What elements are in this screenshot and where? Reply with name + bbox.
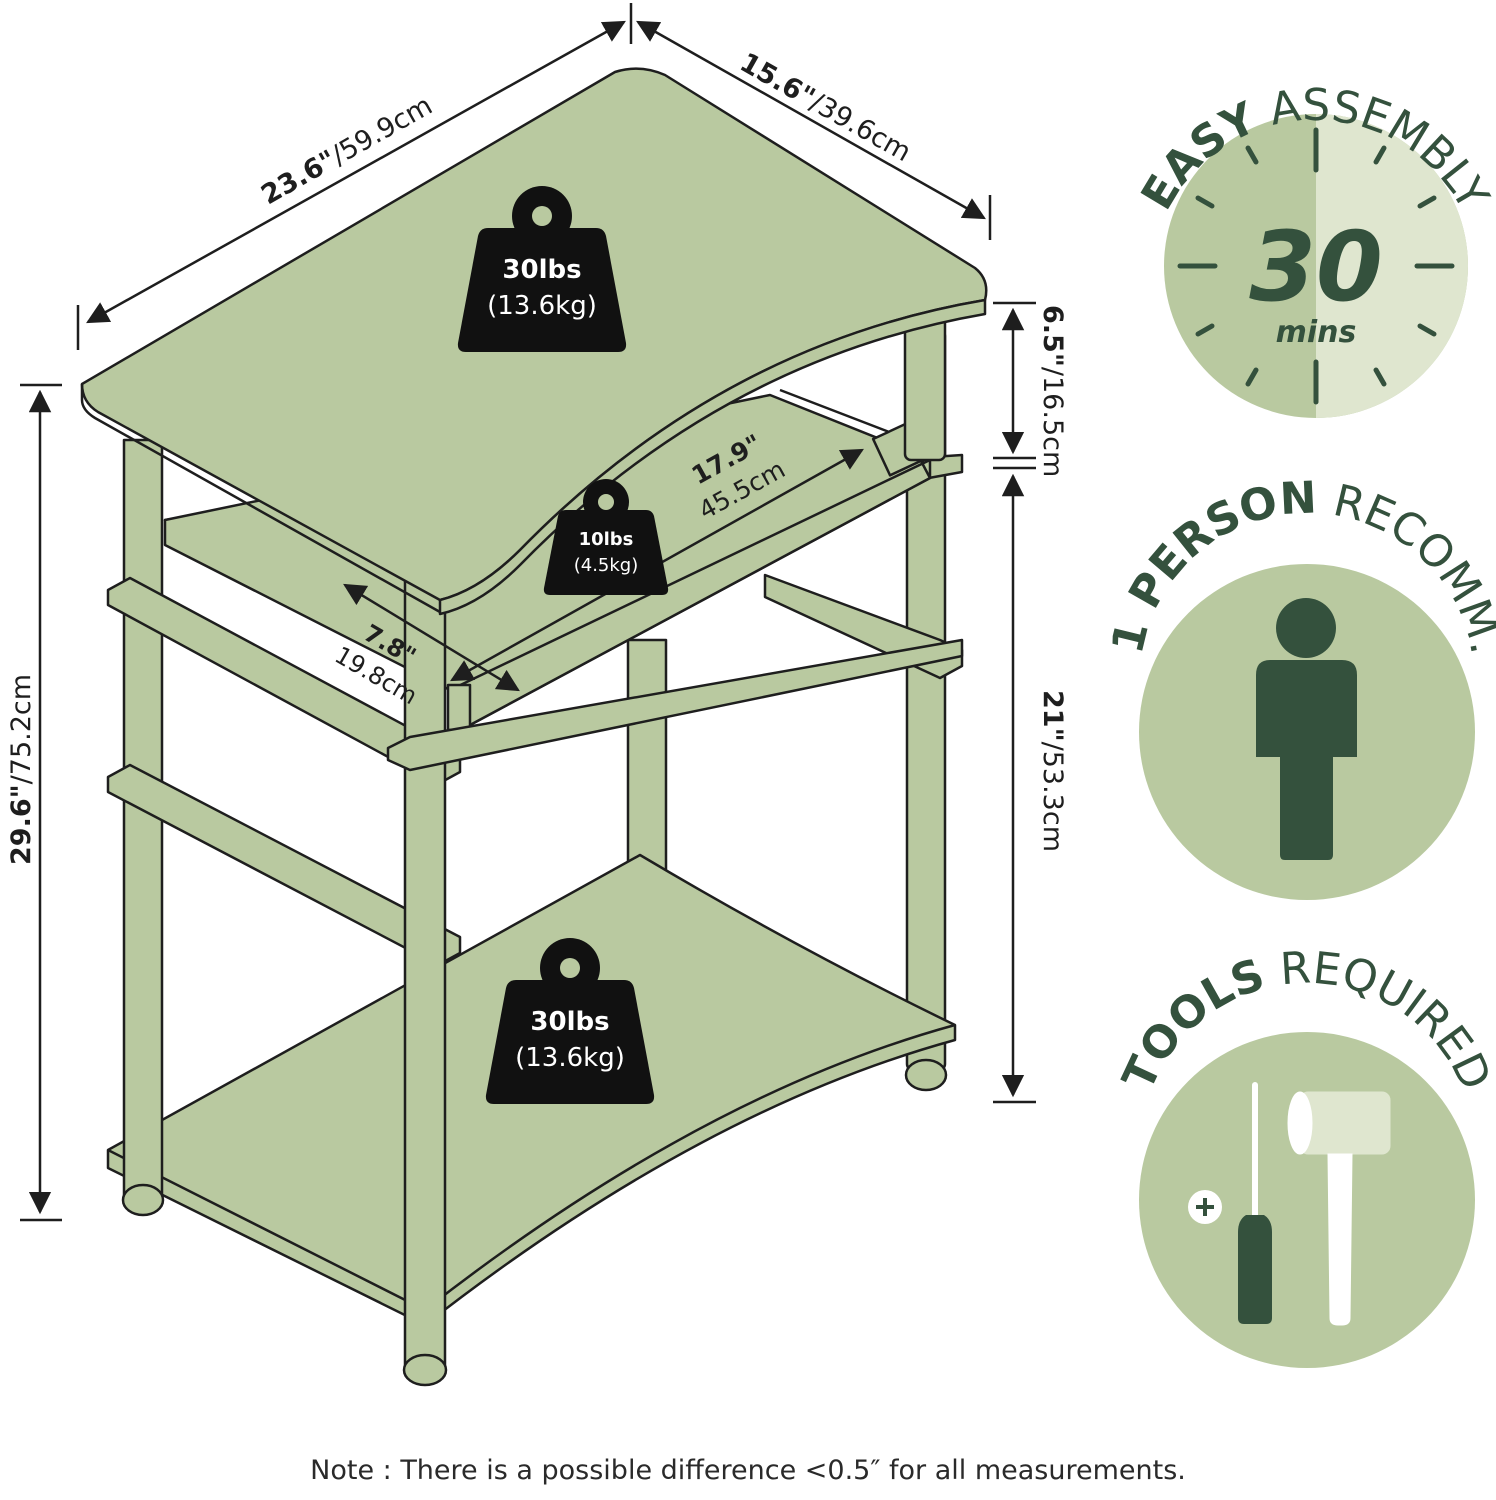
svg-text:10lbs: 10lbs [579,529,634,550]
back-leg-left [626,638,668,877]
measurement-note: Note : There is a possible difference <0… [310,1455,1186,1486]
svg-text:(4.5kg): (4.5kg) [574,555,639,576]
clock-icon [1177,127,1455,405]
dimension-lines [20,3,1036,1222]
weight-icon-bottom: 30lbs (13.6kg) [485,938,655,1104]
hammer-icon [1287,1091,1391,1326]
assembly-minutes: 30 [1249,211,1383,323]
front-foot-left [121,1183,165,1217]
width-dimension-line [86,20,626,324]
drawer-depth-dimension-line [343,583,520,692]
back-foot-right [904,1058,948,1092]
height-label: 29.6"/75.2cm [6,674,37,865]
easy-assembly-badge: 30 mins EASY ASSEMBLY [1132,80,1496,418]
svg-text:(13.6kg): (13.6kg) [487,291,597,321]
assembly-unit: mins [1276,315,1357,350]
screwdriver-icon [1188,1082,1272,1324]
front-foot-right [402,1353,448,1387]
front-leg-left [122,438,164,1202]
weight-icon-drawer: 10lbs (4.5kg) [543,479,669,595]
clearance-label: 6.5"/16.5cm [1037,305,1068,477]
svg-text:(13.6kg): (13.6kg) [515,1043,625,1073]
weight-icon-top: 30lbs (13.6kg) [457,186,627,352]
drawer-slide-end [446,683,472,732]
person-icon [1256,598,1357,860]
one-person-badge: 1 PERSON RECOMM. [1102,472,1496,900]
depth-dimension-line [636,20,986,220]
svg-text:30lbs: 30lbs [502,255,581,285]
under-height-label: 21"/53.3cm [1037,690,1068,852]
side-rail-lower-left [106,763,462,967]
svg-text:30lbs: 30lbs [530,1007,609,1037]
side-rail-upper-left [106,576,462,786]
tools-required-badge: TOOLS REQUIRED [1113,942,1496,1368]
